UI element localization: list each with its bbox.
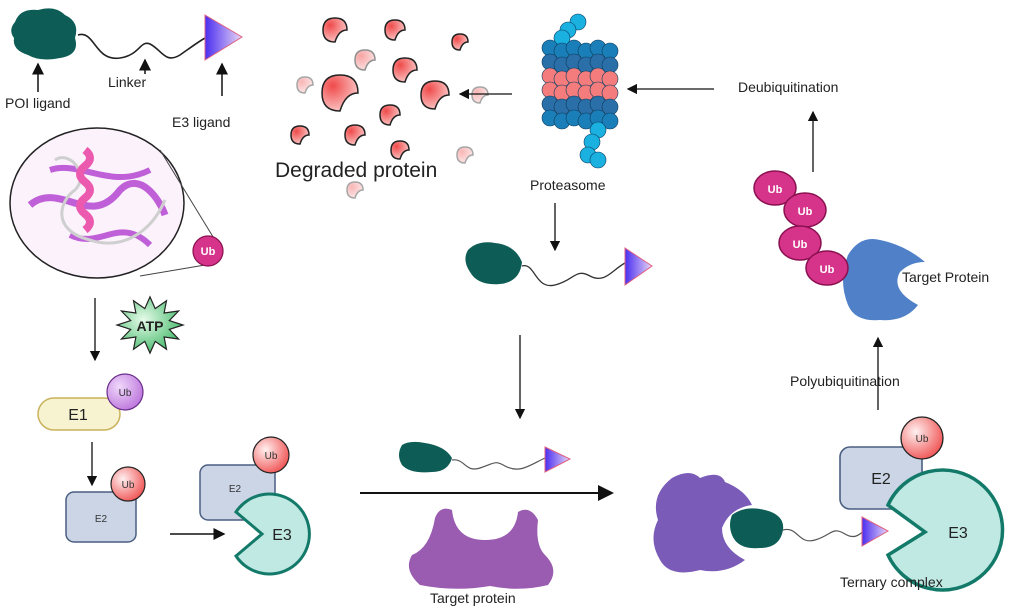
protein-fragment <box>392 57 418 83</box>
protein-fragment <box>321 74 359 112</box>
recycled-protac <box>465 242 653 287</box>
svg-text:E3: E3 <box>948 525 968 542</box>
degraded-protein-fragments <box>290 17 489 199</box>
atp-star: ATP <box>115 295 185 355</box>
ternary-complex: E2 Ub E3 <box>653 416 1005 592</box>
linker-label: Linker <box>108 74 146 90</box>
protein-fragment <box>344 124 366 146</box>
ubiquitin-small: Ub <box>192 235 224 267</box>
protein-fragment <box>456 146 474 164</box>
target-protein-purple <box>408 508 554 589</box>
ubiquitin-structure <box>9 127 219 279</box>
svg-text:Ub: Ub <box>265 451 278 462</box>
svg-text:E1: E1 <box>68 407 88 424</box>
ubiquitin <box>805 250 849 286</box>
protein-fragment <box>384 19 406 41</box>
degraded-protein-label: Degraded protein <box>275 159 437 182</box>
svg-text:E2: E2 <box>95 514 108 525</box>
svg-text:Ub: Ub <box>119 388 132 399</box>
ubiquitin <box>753 170 797 206</box>
svg-text:Ub: Ub <box>916 434 929 445</box>
svg-text:E2: E2 <box>871 471 891 488</box>
ubiquitin-label: Ub <box>798 206 813 218</box>
protein-fragment <box>451 33 469 51</box>
proteasome-subunit <box>601 84 619 102</box>
poi-ligand-label: POI ligand <box>5 95 70 111</box>
e1-enzyme: E1 Ub <box>37 373 144 431</box>
protein-fragment <box>296 76 314 94</box>
e2-enzyme: E2 Ub <box>65 466 146 543</box>
svg-text:E3: E3 <box>272 527 292 544</box>
protein-fragment <box>290 125 310 145</box>
e2-e3-complex: E2 Ub E3 <box>199 436 311 576</box>
proteasome-subunit <box>601 42 619 60</box>
linker-chain <box>77 33 206 59</box>
proteasome-subunit <box>601 56 619 74</box>
protein-fragment <box>420 80 450 110</box>
protein-fragment <box>322 17 348 43</box>
protein-fragment <box>471 86 489 104</box>
proteasome-subunit <box>589 151 607 169</box>
protac-molecule <box>11 8 243 61</box>
proteasome-subunit <box>601 112 619 130</box>
svg-text:ATP: ATP <box>137 318 164 334</box>
proteasome <box>541 13 619 169</box>
protein-fragment <box>346 181 364 199</box>
svg-text:Ub: Ub <box>122 480 135 491</box>
polyubiquitination-label: Polyubiquitination <box>790 373 900 389</box>
protein-fragment <box>379 104 401 126</box>
ubiquitin <box>778 225 822 261</box>
ubiquitin-label: Ub <box>768 184 783 196</box>
target-protein-top-label: Target Protein <box>902 269 989 285</box>
ubiquitin-label: Ub <box>820 264 835 276</box>
protein-fragment <box>354 49 376 71</box>
target-protein-bottom-label: Target protein <box>430 590 516 606</box>
proteasome-subunit <box>601 98 619 116</box>
svg-text:Ub: Ub <box>201 246 216 258</box>
protein-fragment <box>390 140 410 160</box>
ternary-complex-label: Ternary complex <box>840 574 943 590</box>
ubiquitin-label: Ub <box>793 239 808 251</box>
deubiquitination-label: Deubiquitination <box>738 79 838 95</box>
e3-ligand-label: E3 ligand <box>172 114 230 130</box>
e3-ligand-triangle <box>204 14 243 61</box>
proteasome-label: Proteasome <box>530 177 606 193</box>
protac-molecule-bottom <box>399 441 572 473</box>
proteasome-subunit <box>601 70 619 88</box>
svg-text:E2: E2 <box>229 484 242 495</box>
poi-ligand-blob <box>11 8 77 60</box>
